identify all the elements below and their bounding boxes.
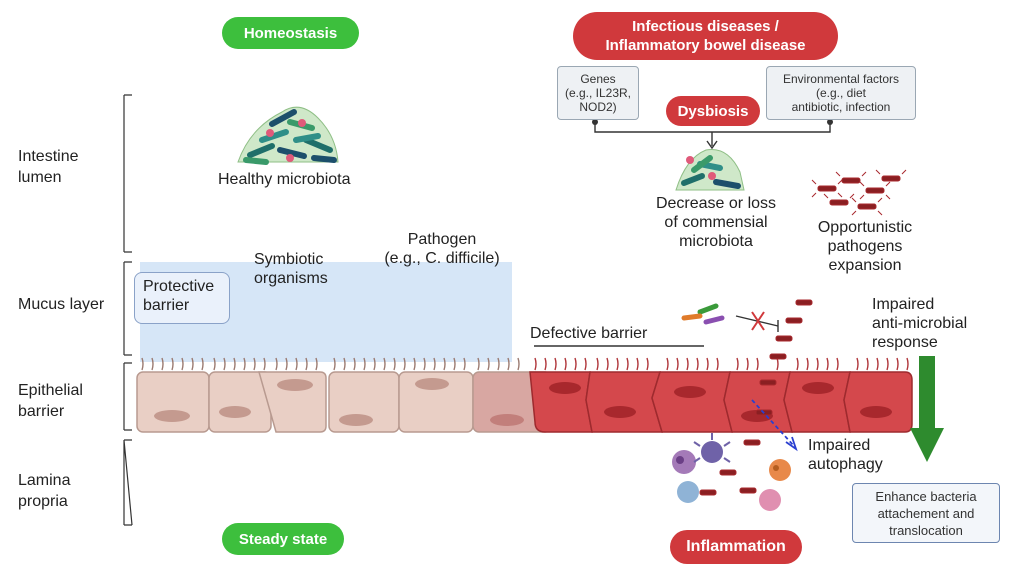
impaired-autophagy-line2: autophagy (808, 456, 883, 473)
pathogen-line2: (e.g., C. difficile) (384, 250, 500, 267)
opportunistic-line3: expansion (828, 257, 902, 274)
region-epithelial-line2: barrier (18, 403, 65, 420)
pathogen-label: Pathogen (e.g., C. difficile) (372, 230, 512, 268)
protective-barrier-box: Protective barrier (134, 272, 230, 324)
decrease-label: Decrease or loss of commensial microbiot… (636, 194, 796, 251)
inflammation-pill: Inflammation (670, 530, 802, 564)
impaired-am-line1: Impaired (872, 296, 935, 313)
enhance-line2: attachement and (877, 505, 975, 521)
microvilli-inflamed (534, 357, 909, 371)
env-line1: Environmental factors (782, 72, 900, 86)
commensal-bacteria (681, 303, 725, 325)
steady-state-label: Steady state (238, 530, 328, 548)
region-epithelial: Epithelial barrier (18, 380, 83, 422)
protective-line1: Protective (143, 278, 215, 295)
dysbiosis-label: Dysbiosis (677, 102, 749, 120)
env-line3: antibiotic, infection (791, 100, 891, 114)
impaired-am-line3: response (872, 334, 938, 351)
opportunistic-line1: Opportunistic (817, 219, 913, 236)
region-mucus: Mucus layer (18, 296, 105, 313)
immune-cells (672, 433, 791, 511)
enhance-box: Enhance bacteria attachement and translo… (852, 483, 1000, 543)
symbiotic-line2: organisms (254, 270, 328, 287)
pathogen-line1: Pathogen (407, 231, 477, 248)
protective-line2: barrier (143, 297, 190, 314)
region-lumen: Intestine lumen (18, 146, 78, 188)
inflamed-nuclei (549, 382, 892, 422)
region-lamina-line2: propria (18, 493, 68, 510)
dysbiotic-microbiota-cluster (675, 148, 745, 191)
homeostasis-pill: Homeostasis (222, 17, 359, 49)
region-lamina-line1: Lamina (18, 472, 71, 489)
decrease-line2: of commensial (664, 214, 768, 231)
inflammation-label: Inflammation (686, 538, 786, 555)
disease-pill: Infectious diseases / Inflammatory bowel… (573, 12, 838, 60)
impaired-autophagy-label: Impaired autophagy (808, 436, 883, 474)
environment-box: Environmental factors (e.g., diet antibi… (766, 66, 916, 120)
opportunistic-line2: pathogens (827, 238, 903, 255)
region-epithelial-line1: Epithelial (18, 382, 83, 399)
steady-state-pill: Steady state (222, 523, 344, 555)
healthy-microbiota-cluster (237, 106, 339, 165)
dysbiosis-pill: Dysbiosis (666, 96, 760, 126)
genes-box: Genes (e.g., IL23R, NOD2) (557, 66, 639, 120)
inflamed-epithelium (529, 371, 913, 433)
defective-barrier-label: Defective barrier (530, 325, 648, 342)
enhance-line3: translocation (889, 522, 963, 538)
healthy-nuclei (154, 378, 524, 426)
disease-label-line2: Inflammatory bowel disease (605, 37, 806, 54)
decrease-line1: Decrease or loss (655, 195, 777, 212)
decrease-line3: microbiota (679, 233, 753, 250)
region-lumen-line2: lumen (18, 169, 62, 186)
autophagy-arrow (751, 399, 798, 452)
genes-line2: (e.g., IL23R, (564, 86, 632, 100)
region-lumen-line1: Intestine (18, 148, 79, 165)
genes-line1: Genes (580, 72, 616, 86)
opportunistic-label: Opportunistic pathogens expansion (800, 218, 930, 275)
env-line2: (e.g., diet (815, 86, 867, 100)
impaired-antimicrobial-label: Impaired anti-microbial response (872, 295, 967, 352)
opportunistic-pathogens (811, 169, 907, 216)
enhance-line1: Enhance bacteria (875, 488, 977, 504)
genes-line3: NOD2) (579, 100, 617, 114)
symbiotic-line1: Symbiotic (254, 251, 324, 268)
inhibition-mark (735, 311, 779, 332)
invading-pathogens (699, 299, 813, 496)
homeostasis-label: Homeostasis (243, 24, 338, 42)
symbiotic-label: Symbiotic organisms (254, 250, 328, 288)
dysbiosis-connector (594, 120, 831, 150)
region-lamina: Lamina propria (18, 470, 70, 512)
green-down-arrow (910, 356, 944, 462)
healthy-microbiota-label: Healthy microbiota (218, 171, 351, 188)
region-brackets (123, 94, 133, 526)
disease-label-line1: Infectious diseases / (632, 18, 779, 35)
microvilli-healthy (141, 357, 520, 371)
impaired-am-line2: anti-microbial (872, 315, 968, 332)
impaired-autophagy-line1: Impaired (808, 437, 871, 454)
